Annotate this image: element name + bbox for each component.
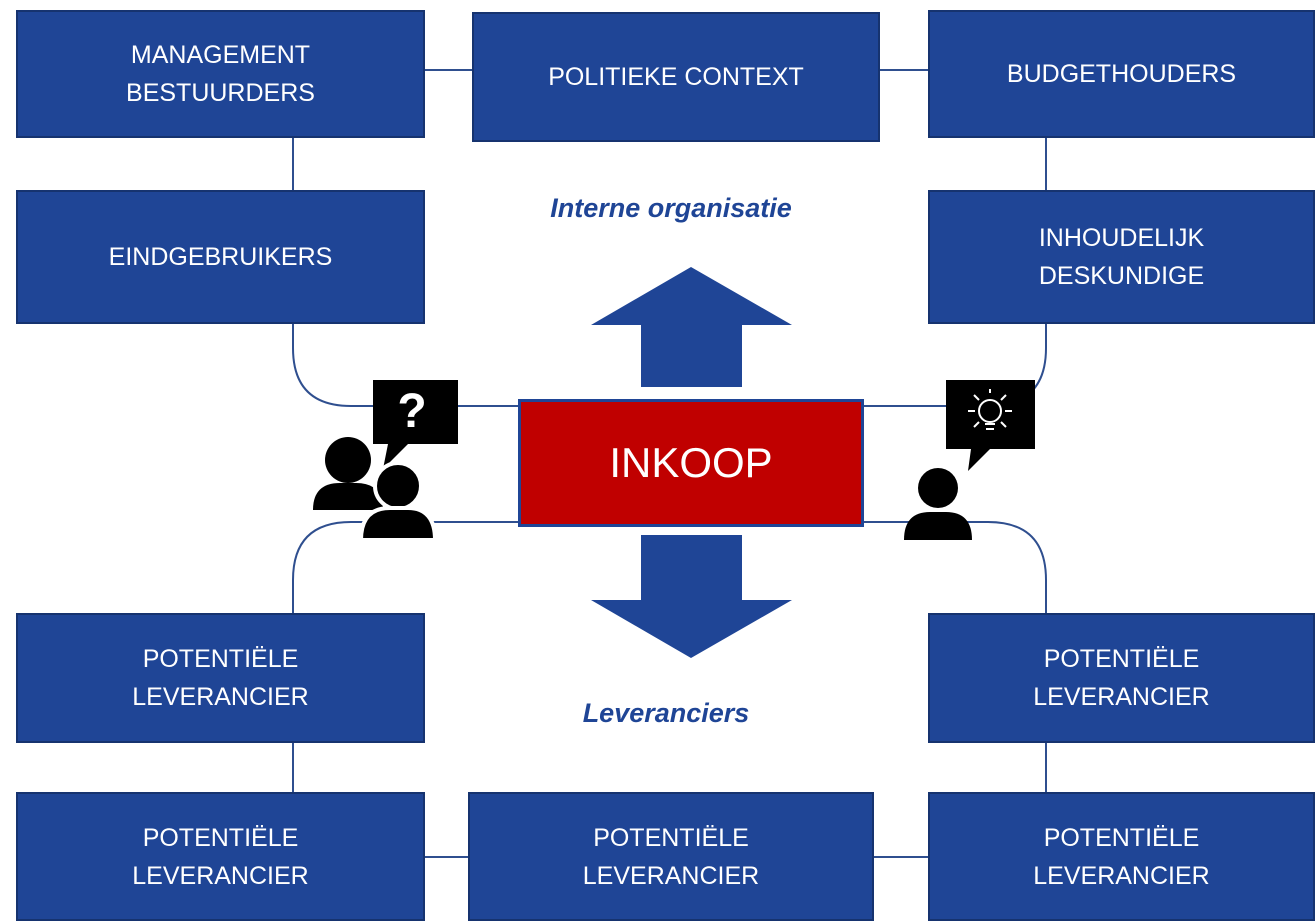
management-line-1: MANAGEMENT — [130, 41, 311, 69]
budget-holders-box: BUDGETHOUDERS — [928, 10, 1315, 138]
suppliers-section-label: Leveranciers — [582, 698, 750, 728]
connector-inkoop-rightsupplier — [864, 521, 1047, 613]
svg-text:?: ? — [397, 385, 426, 438]
connector-inkoop-leftsupplier — [292, 521, 518, 613]
supplier-right-lower-box: POTENTIËLE LEVERANCIER — [928, 792, 1315, 921]
end-users-label: EINDGEBRUIKERS — [108, 243, 333, 271]
supplier-left-upper-line-2: LEVERANCIER — [132, 683, 309, 711]
management-line-2: BESTUURDERS — [126, 79, 315, 107]
internal-section-label: Interne organisatie — [550, 193, 792, 223]
supplier-left-lower-box: POTENTIËLE LEVERANCIER — [16, 792, 425, 921]
connector-endusers-inkoop — [292, 324, 518, 407]
politics-box: POLITIEKE CONTEXT — [472, 12, 880, 142]
inkoop-label: INKOOP — [609, 439, 773, 486]
supplier-left-lower-line-2: LEVERANCIER — [132, 861, 309, 890]
experts-line-1: INHOUDELIJK — [1038, 224, 1205, 252]
lightbulb-speech-bubble-icon — [946, 380, 1035, 471]
supplier-right-lower-line-2: LEVERANCIER — [1033, 861, 1210, 890]
question-speech-bubble-icon: ? — [373, 380, 458, 469]
supplier-right-upper-line-2: LEVERANCIER — [1033, 683, 1210, 711]
end-users-box: EINDGEBRUIKERS — [16, 190, 425, 324]
supplier-left-upper-line-1: POTENTIËLE — [142, 645, 299, 673]
supplier-right-upper-box: POTENTIËLE LEVERANCIER — [928, 613, 1315, 743]
supplier-left-upper-box: POTENTIËLE LEVERANCIER — [16, 613, 425, 743]
inkoop-box: INKOOP — [518, 399, 864, 527]
two-people-icon — [313, 437, 438, 542]
supplier-left-lower-line-1: POTENTIËLE — [142, 823, 299, 852]
supplier-middle-lower-box: POTENTIËLE LEVERANCIER — [468, 792, 874, 921]
down-arrow — [591, 535, 792, 658]
budget-holders-label: BUDGETHOUDERS — [1006, 60, 1237, 88]
person-icon — [904, 468, 972, 540]
management-box: MANAGEMENT BESTUURDERS — [16, 10, 425, 138]
supplier-middle-lower-line-1: POTENTIËLE — [593, 823, 749, 852]
up-arrow — [591, 267, 792, 387]
politics-label: POLITIEKE CONTEXT — [548, 63, 804, 91]
experts-box: INHOUDELIJK DESKUNDIGE — [928, 190, 1315, 324]
supplier-right-upper-line-1: POTENTIËLE — [1043, 645, 1200, 673]
supplier-right-lower-line-1: POTENTIËLE — [1043, 823, 1200, 852]
supplier-middle-lower-line-2: LEVERANCIER — [582, 861, 760, 890]
experts-line-2: DESKUNDIGE — [1038, 262, 1205, 290]
